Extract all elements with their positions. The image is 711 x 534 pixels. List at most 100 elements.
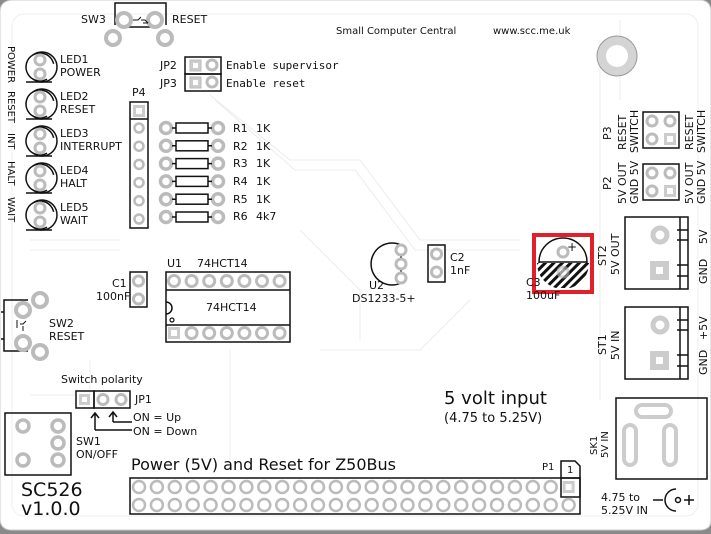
p1-pins [131,479,576,513]
p1-header [129,460,581,515]
r1-value: 1K [256,122,271,135]
p1-pin [561,497,576,513]
u2-ref: U2 [369,279,385,292]
resistor-pad [158,138,174,154]
p1-pin [471,497,487,513]
resistor-1 [158,120,226,136]
u1-pin [219,326,234,340]
p1-pin [346,497,362,513]
side-label-power: POWER [5,46,16,84]
p4-pin [133,195,145,207]
led-4 [25,162,58,194]
side-label-halt: HALT [5,161,16,186]
p1-pin [257,479,272,495]
p1-pin [507,479,523,495]
brand-text: Small Computer Central [336,26,457,37]
led-pad [33,104,47,118]
resistor-pad [210,138,226,154]
p1-pin [185,497,200,513]
p3-left-line2: SWITCH [628,109,641,153]
resistor-3 [158,156,226,171]
dc-polarity-icon [653,488,694,512]
led-pad [33,201,47,215]
st1-terminal [624,306,689,380]
resistor-body [175,175,209,188]
p1-pin1-label: 1 [567,465,574,476]
resistor-pad [158,156,174,171]
p1-pin [221,497,236,513]
resistor-6 [158,209,226,225]
u1-pin [255,274,269,288]
sw1-ref: SW1 [76,435,101,448]
led-pad [33,178,47,192]
jp3-label: Enable reset [226,77,306,90]
p1-pin [525,497,541,513]
p3-header [642,111,680,149]
p2-right-line1: 5V OUT [683,162,696,204]
resistor-pad [210,209,226,225]
p1-pin [185,479,200,495]
led1-ref: LED1 [60,53,89,66]
u1-pin [184,326,199,340]
p3-right-line2: SWITCH [695,109,708,153]
jp1-title: Switch polarity [61,373,143,386]
p1-pin [239,497,254,513]
r4-ref: R4 [233,175,248,188]
p1-pin [543,479,558,495]
resistor-pad [158,174,174,189]
p1-pin [292,479,308,495]
led2-label: RESET [60,103,96,116]
r2-value: 1K [256,140,271,153]
resistor-body [175,122,209,134]
p1-pin [436,479,451,495]
p1-pin [400,479,415,495]
p1-pin [400,497,415,513]
c3-highlight-box [532,233,594,294]
p1-pin1-hole [565,484,572,490]
r6-ref: R6 [233,210,248,223]
p1-pin [328,479,344,495]
c3-value: 100uF [526,289,561,302]
p2-left-line2: GND 5V [628,160,641,204]
sw1-switch [4,412,72,476]
jp1-on-down: ON = Down [133,425,198,438]
led-pad [33,53,47,67]
u1-pin [202,326,217,340]
p1-pin [131,497,147,513]
p3-left-line1: RESET [616,114,629,150]
c2-value: 1nF [450,264,471,277]
p4-ref: P4 [132,86,146,99]
sw2-ref: SW2 [49,317,74,330]
u2-regulator [370,242,408,286]
st2-pin-bottom: GND [697,258,710,284]
resistor-pad [210,120,226,136]
p1-pin [364,497,379,513]
u1-pin [184,274,199,288]
sw3-switch [104,2,174,47]
p2-header [642,163,680,201]
resistor-group [158,120,226,225]
led2-ref: LED2 [60,90,89,103]
sk1-ref: SK1 [589,435,600,455]
led-pad [33,164,47,178]
resistor-pad [210,174,226,189]
input-range: (4.75 to 5.25V) [444,411,543,426]
p1-pin [257,497,272,513]
sk1-label: 5V IN [600,431,611,458]
resistor-4 [158,174,226,189]
r1-ref: R1 [233,122,248,135]
c3-ref: C3 [526,276,541,289]
p1-pin [131,479,147,495]
p4-pin [133,213,145,225]
u1-pin1-hole [171,330,177,336]
c3-capacitor: + [537,237,589,288]
led5-ref: LED5 [60,201,89,214]
resistor-body [175,157,209,170]
st2-pin-top: 5V [697,229,710,244]
p1-pin [489,479,505,495]
resistor-pad [158,191,174,207]
p4-pin [133,140,145,152]
u2-part: DS1233-5+ [352,292,416,305]
p1-pin [453,479,469,495]
p1-pin [239,479,254,495]
